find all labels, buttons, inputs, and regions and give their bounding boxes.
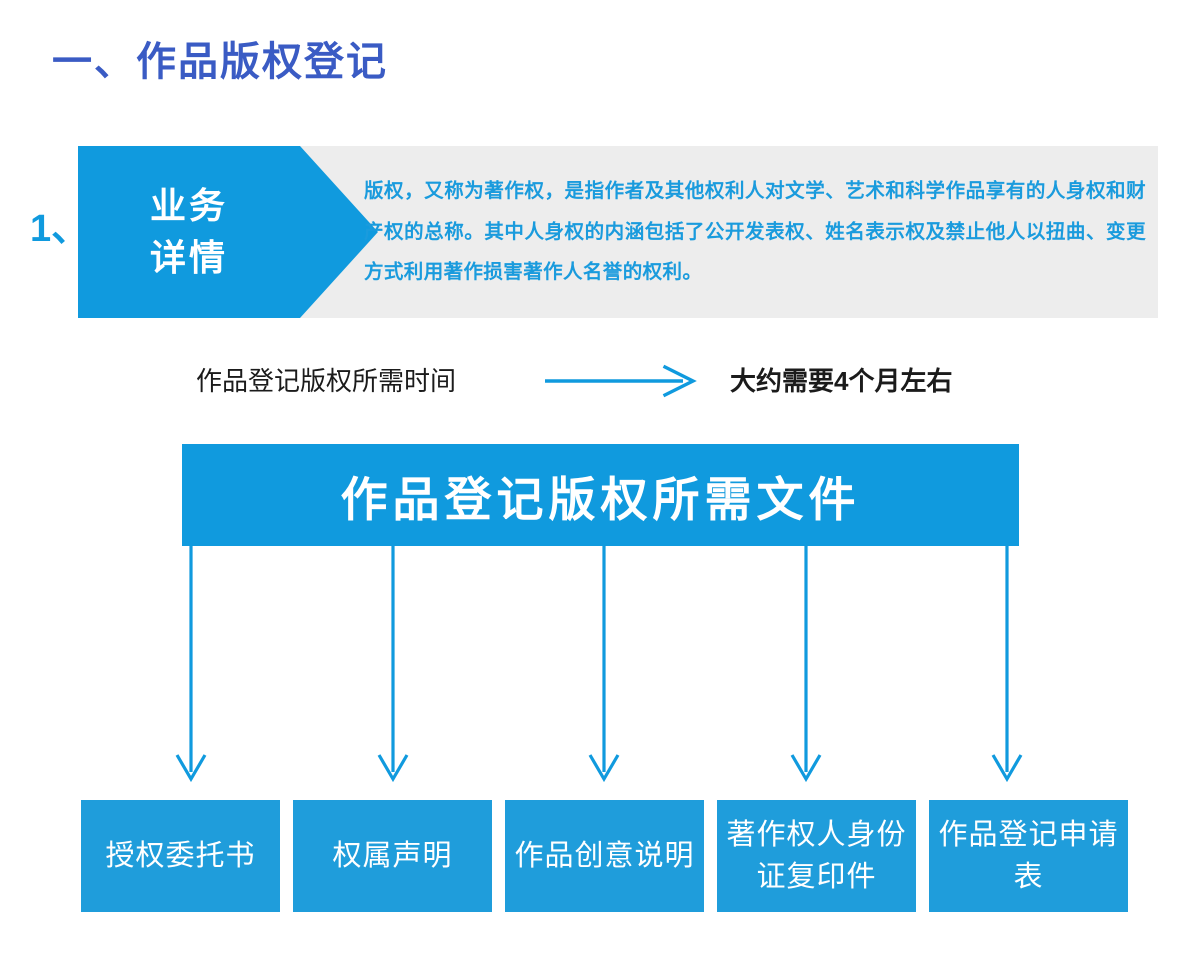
documents-header: 作品登记版权所需文件 <box>182 444 1019 546</box>
detail-tag-label-line2: 详情 <box>149 237 228 278</box>
document-box-4[interactable]: 作品登记申请表 <box>929 800 1128 912</box>
chevron-right-icon <box>300 146 378 318</box>
detail-tag-block <box>78 146 300 318</box>
page-title: 一、作品版权登记 <box>52 40 388 84</box>
detail-description: 版权，又称为著作权，是指作者及其他权利人对文学、艺术和科学作品享有的人身权和财产… <box>364 179 1146 284</box>
document-box-3[interactable]: 著作权人身份证复印件 <box>717 800 916 912</box>
detail-tag-label-line1: 业务 <box>149 184 228 226</box>
business-detail-banner: 业务 详情 版权，又称为著作权，是指作者及其他权利人对文学、艺术和科学作品享有的… <box>78 146 1158 318</box>
document-box-2[interactable]: 作品创意说明 <box>505 800 704 912</box>
detail-tag-label: 业务 详情 <box>78 146 300 318</box>
arrow-right-icon <box>545 364 697 398</box>
timing-value: 大约需要4个月左右 <box>730 366 953 396</box>
document-box-0[interactable]: 授权委托书 <box>81 800 280 912</box>
document-box-1[interactable]: 权属声明 <box>293 800 492 912</box>
timing-row: 作品登记版权所需时间 大约需要4个月左右 <box>0 358 1200 404</box>
timing-label: 作品登记版权所需时间 <box>196 366 457 396</box>
